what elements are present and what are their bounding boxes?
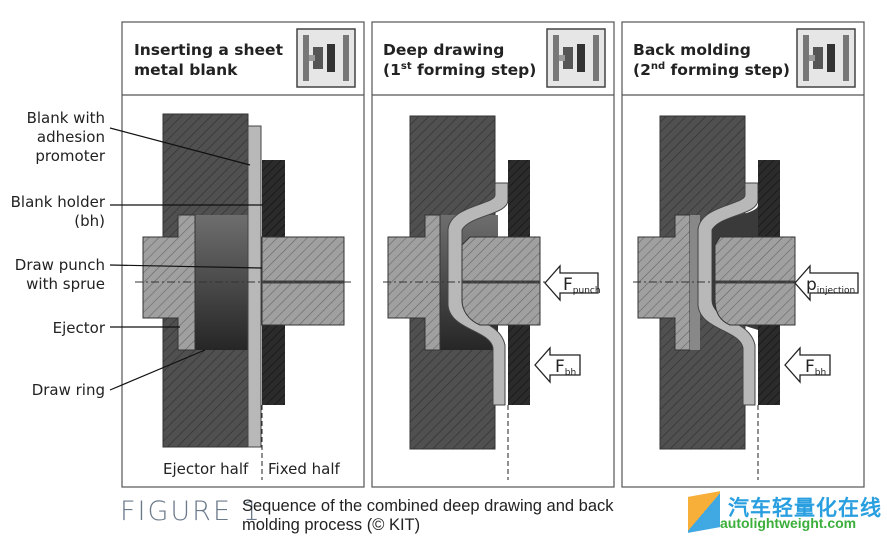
press-machine-icon (546, 28, 606, 88)
fixed-half-label: Fixed half (268, 460, 341, 478)
watermark-logo-icon (688, 491, 720, 533)
pressure-injection-arrow: pinjection (794, 264, 859, 302)
label-holder: (bh) (74, 212, 105, 230)
blank (247, 125, 262, 448)
label-ring: Draw ring (32, 381, 105, 399)
watermark-en: autolightweight.com (720, 515, 857, 531)
watermark: 汽车轻量化在线 autolightweight.com (688, 490, 883, 535)
label-ejector: Ejector (53, 319, 106, 337)
figure-number: FIGURE 1 (120, 496, 262, 527)
press-machine-icon (796, 28, 856, 88)
ejector-half-label: Ejector half (163, 460, 249, 478)
force-punch-arrow: Fpunch (544, 264, 601, 302)
press-machine-icon (296, 28, 356, 88)
panel-title: Inserting a sheet (134, 41, 284, 59)
label-blank: promoter (35, 147, 105, 165)
label-holder: Blank holder (11, 193, 106, 211)
svg-text:Fpunch: Fpunch (563, 275, 601, 296)
panel-title: (1st forming step) (383, 61, 536, 79)
label-blank: Blank with (27, 109, 105, 127)
panel-back-molding: Back molding (2nd forming step) pinjecti… (621, 21, 865, 488)
panel-deep-drawing: Deep drawing (1st forming step) Fpunch F… (371, 21, 615, 488)
panel-title: Deep drawing (383, 41, 504, 59)
label-punch: Draw punch (15, 256, 105, 274)
panel-title: metal blank (134, 61, 238, 79)
svg-text:pinjection: pinjection (806, 275, 855, 296)
panel-inserting-blank: Inserting a sheet metal blank Ejector ha… (121, 21, 365, 488)
svg-text:Fbh: Fbh (805, 357, 826, 378)
svg-text:Fbh: Fbh (555, 357, 576, 378)
force-bh-arrow: Fbh (784, 346, 831, 384)
force-bh-arrow: Fbh (534, 346, 581, 384)
panel-title: Back molding (633, 41, 751, 59)
component-labels: Blank with adhesion promoter Blank holde… (11, 109, 263, 399)
figure-caption: Sequence of the combined deep drawing an… (242, 497, 614, 534)
panel-title: (2nd forming step) (633, 61, 790, 79)
label-punch: with sprue (26, 275, 105, 293)
watermark-cn: 汽车轻量化在线 (728, 496, 882, 520)
label-blank: adhesion (37, 128, 105, 146)
